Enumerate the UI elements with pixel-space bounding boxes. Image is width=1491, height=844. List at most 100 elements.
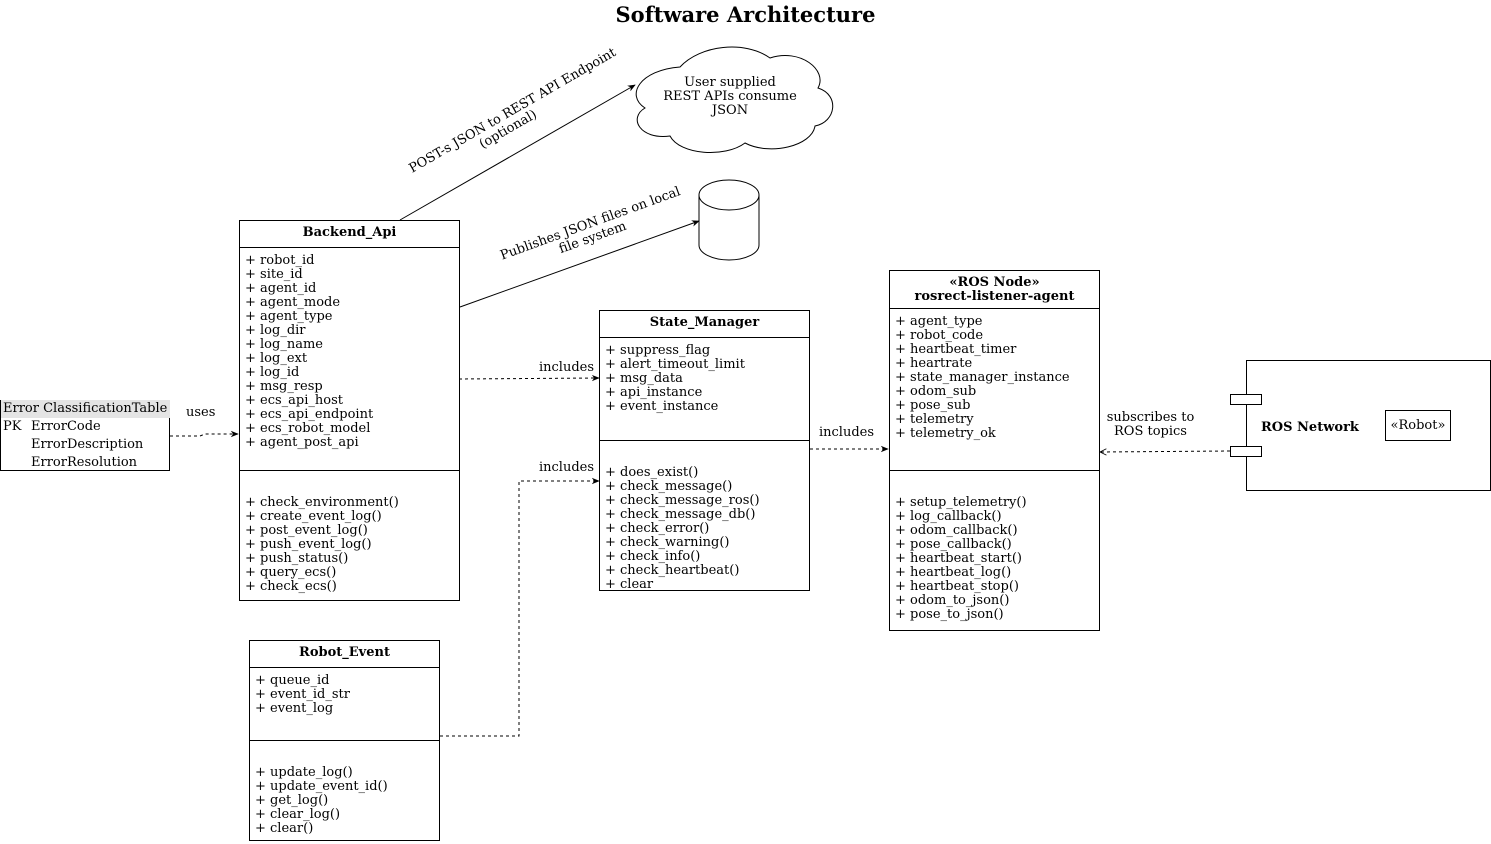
- method-row: + push_status(): [245, 551, 349, 566]
- database-icon: [698, 179, 760, 261]
- class-name: rosrect-listener-agent: [914, 289, 1075, 304]
- attribute-row: + log_name: [245, 337, 323, 352]
- attributes-section: + queue_id+ event_id_str+ event_log: [250, 668, 439, 741]
- error-field: ErrorDescription: [31, 437, 144, 452]
- class-name: Backend_Api: [240, 221, 459, 248]
- error-table-header: Error ClassificationTable: [1, 400, 170, 418]
- method-row: + does_exist(): [605, 465, 699, 480]
- class-name: State_Manager: [600, 311, 809, 338]
- includes-backend-edge: [458, 374, 600, 382]
- method-row: + setup_telemetry(): [895, 495, 1027, 510]
- attribute-row: + log_dir: [245, 323, 306, 338]
- error-field: ErrorResolution: [31, 455, 138, 470]
- robot-event-class: Robot_Event + queue_id+ event_id_str+ ev…: [249, 640, 440, 841]
- uses-label: uses: [186, 405, 216, 420]
- cloud-shape: [635, 46, 834, 153]
- attribute-row: + state_manager_instance: [895, 370, 1070, 385]
- attribute-row: + odom_sub: [895, 384, 977, 399]
- attributes-section: + suppress_flag+ alert_timeout_limit+ ms…: [600, 338, 809, 441]
- method-row: + heartbeat_start(): [895, 551, 1022, 566]
- error-field: ErrorCode: [31, 419, 101, 434]
- error-classification-table: Error ClassificationTable PK ErrorCode Er…: [0, 400, 170, 471]
- method-row: + heartbeat_log(): [895, 565, 1012, 580]
- attributes-section: + agent_type+ robot_code+ heartbeat_time…: [890, 309, 1099, 471]
- method-row: + query_ecs(): [245, 565, 337, 580]
- component-port: [1230, 446, 1262, 457]
- attribute-row: + ecs_robot_model: [245, 421, 371, 436]
- subscribes-edge: [1100, 451, 1231, 452]
- attribute-row: + heartrate: [895, 356, 973, 371]
- attribute-row: + robot_id: [245, 253, 315, 268]
- attribute-row: + agent_mode: [245, 295, 341, 310]
- method-row: + heartbeat_stop(): [895, 579, 1019, 594]
- attribute-row: + telemetry: [895, 412, 974, 427]
- component-port: [1230, 394, 1262, 405]
- cloud-label: User supplied REST APIs consume JSON: [663, 75, 797, 118]
- pk-marker: PK: [3, 419, 22, 434]
- uses-edge: [170, 430, 239, 438]
- method-row: + check_ecs(): [245, 579, 337, 594]
- includes-event-edge: [440, 477, 600, 737]
- methods-section: + check_environment()+ create_event_log(…: [240, 471, 459, 594]
- attribute-row: + event_instance: [605, 399, 719, 414]
- method-row: + update_event_id(): [255, 779, 388, 794]
- attribute-row: + agent_post_api: [245, 435, 359, 450]
- publish-json-edge: [459, 220, 700, 308]
- stereotype: «ROS Node»: [949, 275, 1040, 290]
- method-row: + pose_to_json(): [895, 607, 1004, 622]
- method-row: + odom_callback(): [895, 523, 1018, 538]
- method-row: + odom_to_json(): [895, 593, 1010, 608]
- attribute-row: + telemetry_ok: [895, 426, 996, 441]
- method-row: + check_message(): [605, 479, 733, 494]
- method-row: + check_heartbeat(): [605, 563, 740, 578]
- method-row: + update_log(): [255, 765, 353, 780]
- backend-api-class: Backend_Api + robot_id+ site_id+ agent_i…: [239, 220, 460, 601]
- attribute-row: + event_id_str: [255, 687, 350, 702]
- includes-state-label: includes: [819, 425, 875, 440]
- attribute-row: + msg_resp: [245, 379, 323, 394]
- component-name: ROS Network: [1261, 420, 1359, 435]
- method-row: + log_callback(): [895, 509, 1002, 524]
- method-row: + check_message_db(): [605, 507, 756, 522]
- attributes-section: + robot_id+ site_id+ agent_id+ agent_mod…: [240, 248, 459, 471]
- method-row: + pose_callback(): [895, 537, 1012, 552]
- robot-stereotype-box: «Robot»: [1385, 410, 1451, 441]
- attribute-row: + alert_timeout_limit: [605, 357, 745, 372]
- diagram-title: Software Architecture: [615, 2, 876, 27]
- method-row: + check_environment(): [245, 495, 399, 510]
- method-row: + get_log(): [255, 793, 329, 808]
- attribute-row: + ecs_api_host: [245, 393, 343, 408]
- method-row: + check_warning(): [605, 535, 730, 550]
- method-row: + clear(): [255, 821, 314, 836]
- attribute-row: + queue_id: [255, 673, 330, 688]
- attribute-row: + log_ext: [245, 351, 308, 366]
- methods-section: + does_exist()+ check_message() + check_m…: [600, 441, 809, 592]
- method-row: + clear_log(): [255, 807, 341, 822]
- method-row: + push_event_log(): [245, 537, 372, 552]
- method-row: + create_event_log(): [245, 509, 382, 524]
- subscribes-label: subscribes to ROS topics: [1106, 410, 1195, 439]
- ros-node-class: «ROS Node» rosrect-listener-agent + agen…: [889, 270, 1100, 631]
- attribute-row: + agent_type: [895, 314, 983, 329]
- attribute-row: + site_id: [245, 267, 303, 282]
- class-name: Robot_Event: [250, 641, 439, 668]
- includes-event-label: includes: [539, 460, 595, 475]
- attribute-row: + heartbeat_timer: [895, 342, 1017, 357]
- attribute-row: + log_id: [245, 365, 300, 380]
- method-row: + check_error(): [605, 521, 710, 536]
- attribute-row: + pose_sub: [895, 398, 971, 413]
- attribute-row: + msg_data: [605, 371, 683, 386]
- attribute-row: + event_log: [255, 701, 334, 716]
- methods-section: + setup_telemetry()+ log_callback()+ odo…: [890, 471, 1099, 622]
- methods-section: + update_log()+ update_event_id()+ get_l…: [250, 741, 439, 836]
- attribute-row: + agent_id: [245, 281, 317, 296]
- attribute-row: + ecs_api_endpoint: [245, 407, 374, 422]
- attribute-row: + agent_type: [245, 309, 333, 324]
- attribute-row: + robot_code: [895, 328, 984, 343]
- class-header: «ROS Node» rosrect-listener-agent: [890, 271, 1099, 309]
- state-manager-class: State_Manager + suppress_flag+ alert_tim…: [599, 310, 810, 592]
- method-row: + post_event_log(): [245, 523, 368, 538]
- attribute-row: + api_instance: [605, 385, 703, 400]
- attribute-row: + suppress_flag: [605, 343, 711, 358]
